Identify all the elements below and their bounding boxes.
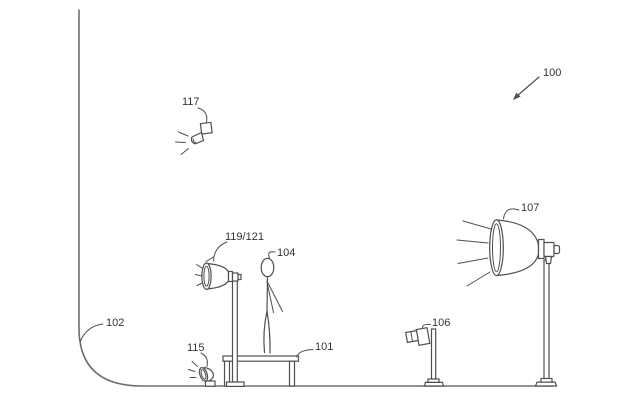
camera-lens-ring <box>410 332 413 342</box>
front-light-box <box>204 380 216 387</box>
side-light-rim-outer <box>201 262 212 290</box>
side-light-rim-inner <box>203 265 210 287</box>
front-light-rays-icon <box>188 361 198 378</box>
side-light-collar <box>227 270 234 283</box>
platform-leader-line <box>296 349 314 358</box>
key-light-107: 107 <box>456 202 561 387</box>
key-light-knob <box>553 244 561 255</box>
camera-label: 106 <box>432 317 450 329</box>
subject-104: 104 <box>260 247 295 354</box>
key-light-stand-pole <box>543 259 550 381</box>
backdrop-102: 102 <box>78 9 554 387</box>
key-light-collar <box>537 238 545 260</box>
platform-right-leg <box>288 360 296 387</box>
front-light-label: 115 <box>187 342 205 354</box>
subject-arm <box>266 280 283 312</box>
subject-arm <box>266 281 274 313</box>
backdrop-wall-floor-line <box>78 9 554 387</box>
overhead-light-117: 117 <box>175 96 213 155</box>
side-light-label: 119/121 <box>225 231 264 243</box>
key-light-bracket <box>543 241 555 258</box>
front-light-rim-inner <box>200 369 207 380</box>
side-light-knob <box>237 273 242 281</box>
overhead-light-cone-icon <box>190 131 205 145</box>
overhead-light-leader-line <box>197 107 208 123</box>
backdrop-leader-line <box>80 323 104 342</box>
key-light-stand-base <box>534 381 558 387</box>
camera-stand-base <box>423 381 445 387</box>
side-light-leader-line <box>213 241 228 262</box>
camera-stand-pole <box>430 328 437 380</box>
subject-label: 104 <box>277 247 295 259</box>
key-light-rim-inner <box>492 223 501 273</box>
system-arrow-line <box>516 76 540 97</box>
camera-106: 106 <box>405 317 450 387</box>
subject-leg <box>266 310 271 354</box>
system-arrow-head-icon <box>513 92 521 100</box>
subject-leg <box>263 310 268 354</box>
key-light-rim-outer <box>489 219 504 277</box>
system-reference-100: 100 <box>513 67 561 100</box>
side-light-stand-pole <box>231 280 238 383</box>
subject-leader-line <box>268 251 276 259</box>
backdrop-label: 102 <box>106 317 124 329</box>
platform-top <box>222 355 300 362</box>
key-light-joint <box>544 255 553 265</box>
front-light-leader-line <box>200 352 208 367</box>
key-light-rays-icon <box>456 220 492 287</box>
key-light-label: 107 <box>521 202 539 214</box>
platform-101: 101 <box>222 341 333 387</box>
overhead-light-rays-icon <box>175 131 189 155</box>
overhead-light-mount <box>199 121 213 135</box>
front-light-115: 115 <box>187 342 216 387</box>
platform-label: 101 <box>315 341 333 353</box>
key-light-leader-line <box>503 208 520 220</box>
camera-body-icon <box>415 326 431 347</box>
overhead-light-label: 117 <box>182 96 200 108</box>
side-light-119-121: 119/121 <box>195 231 264 388</box>
overhead-light-cone-rim <box>192 138 197 144</box>
subject-head <box>260 257 275 278</box>
side-light-stand-base <box>225 381 245 388</box>
side-light-bracket <box>231 272 239 282</box>
system-label: 100 <box>543 67 561 79</box>
